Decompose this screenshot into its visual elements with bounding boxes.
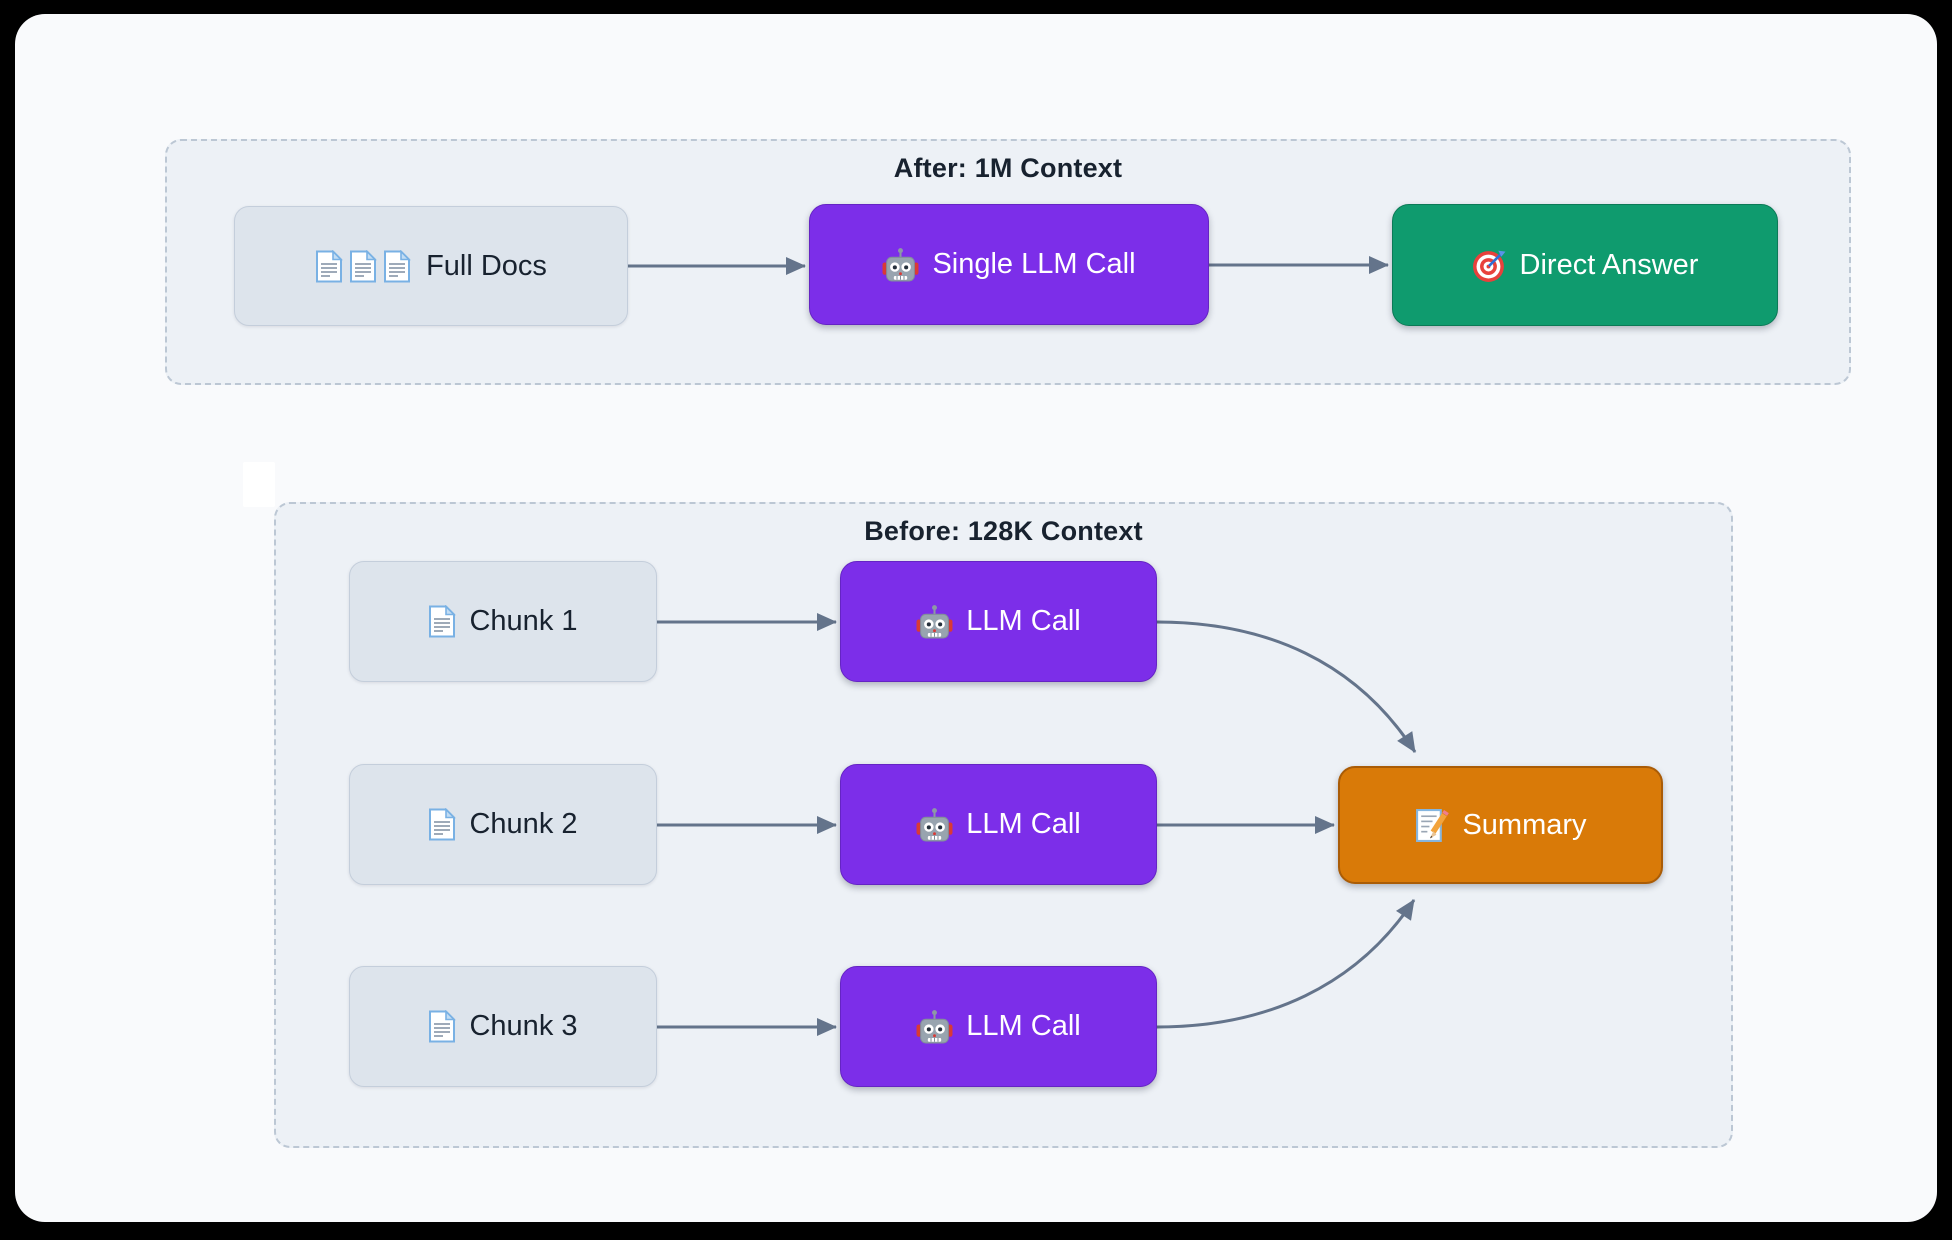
node-label: LLM Call — [966, 808, 1081, 840]
node-llm-call-2: LLM Call — [840, 764, 1157, 885]
node-label: LLM Call — [966, 1010, 1081, 1042]
node-label: Single LLM Call — [932, 248, 1136, 280]
document-icon — [428, 1010, 457, 1043]
document-icon — [315, 249, 343, 283]
node-single-llm-call: Single LLM Call — [809, 204, 1209, 325]
memo-icon — [1414, 808, 1450, 843]
node-label: LLM Call — [966, 605, 1081, 637]
robot-icon — [916, 604, 953, 639]
node-llm-call-3: LLM Call — [840, 966, 1157, 1087]
node-full-docs: Full Docs — [234, 206, 628, 326]
robot-icon — [916, 807, 953, 842]
node-llm-call-1: LLM Call — [840, 561, 1157, 682]
target-icon — [1472, 248, 1507, 283]
node-direct-answer: Direct Answer — [1392, 204, 1778, 326]
node-chunk-3: Chunk 3 — [349, 966, 657, 1087]
node-label: Chunk 3 — [469, 1010, 578, 1042]
node-chunk-1: Chunk 1 — [349, 561, 657, 682]
document-icons — [315, 249, 411, 283]
diagram-card: After: 1M Context Before: 128K Context — [15, 14, 1937, 1222]
section-after-title: After: 1M Context — [893, 153, 1123, 183]
section-before-title: Before: 128K Context — [864, 516, 1143, 546]
document-icon — [383, 249, 411, 283]
document-icon — [428, 605, 457, 638]
node-label: Chunk 1 — [469, 605, 578, 637]
node-chunk-2: Chunk 2 — [349, 764, 657, 885]
node-summary: Summary — [1338, 766, 1663, 884]
robot-icon — [916, 1009, 953, 1044]
node-label: Direct Answer — [1519, 248, 1699, 281]
document-icon — [428, 808, 457, 841]
node-label: Full Docs — [426, 249, 547, 282]
node-label: Summary — [1462, 808, 1587, 841]
stray-white-rectangle — [243, 462, 275, 507]
document-icon — [349, 249, 377, 283]
node-label: Chunk 2 — [469, 808, 578, 840]
robot-icon — [882, 247, 919, 282]
